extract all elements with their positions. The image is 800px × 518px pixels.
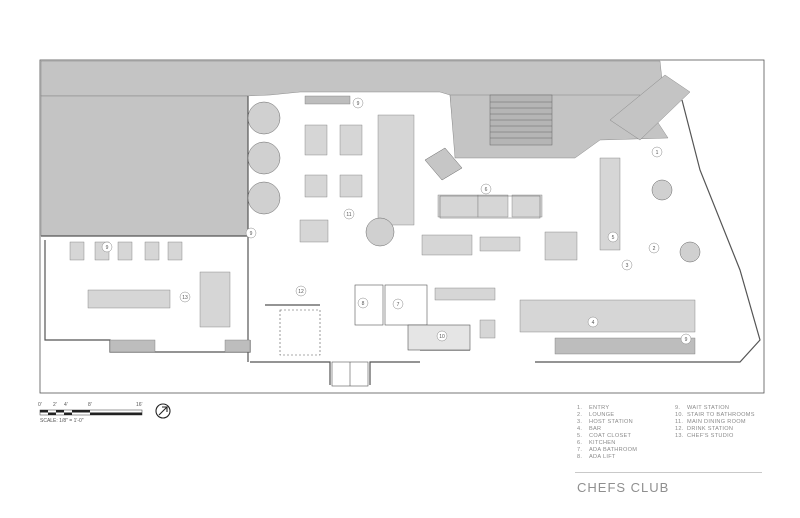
legend-item: 1.ENTRY — [577, 405, 610, 411]
room-tag: 9 — [250, 231, 253, 237]
room-tag: 12 — [298, 289, 304, 295]
chefs-studio-furniture — [69, 241, 251, 353]
legend-item: 8.ADA LIFT — [577, 454, 616, 460]
legend-item: 7.ADA BATHROOM — [577, 447, 638, 453]
north-arrow-icon — [155, 403, 171, 419]
drawing-title: CHEFS CLUB — [577, 480, 670, 495]
room-tag: 6 — [485, 187, 488, 193]
scale-tick: 2' — [53, 402, 57, 408]
legend-item: 10.STAIR TO BATHROOMS — [675, 412, 755, 418]
legend-item: 2.LOUNGE — [577, 412, 615, 418]
legend-item: 12.DRINK STATION — [675, 426, 734, 432]
legend-item: 3.HOST STATION — [577, 419, 634, 425]
legend-item: 9.WAIT STATION — [675, 405, 730, 411]
scale-tick: 8' — [88, 402, 92, 408]
room-tag: 1 — [656, 150, 659, 156]
round-booths — [247, 101, 701, 263]
legend-item: 5.COAT CLOSET — [577, 433, 632, 439]
room-tag: 2 — [653, 246, 656, 252]
room-tag: 7 — [397, 302, 400, 308]
room-tag: 8 — [362, 301, 365, 307]
room-tag: 13 — [182, 295, 188, 301]
scale-tick: 16' — [136, 402, 143, 408]
room-tag: 9 — [357, 101, 360, 107]
dining-tables — [299, 95, 696, 355]
room-tag: 4 — [592, 320, 595, 326]
title-rule — [575, 472, 762, 473]
scale-text: SCALE: 1/8" = 1'-0" — [40, 418, 84, 424]
room-tag: 3 — [626, 263, 629, 269]
room-tag-circles — [101, 97, 692, 345]
room-tag: 9 — [106, 245, 109, 251]
legend-item: 4.BAR — [577, 426, 602, 432]
room-tag: 11 — [346, 212, 351, 218]
room-tags: 1 2 3 4 5 6 7 8 9 9 9 9 10 11 12 13 — [106, 101, 688, 343]
scale-tick: 4' — [64, 402, 68, 408]
room-tag: 10 — [439, 334, 445, 340]
room-tag: 5 — [612, 235, 615, 241]
plan-frame — [39, 59, 765, 394]
entrance-doors — [331, 361, 369, 387]
scale-bar — [39, 409, 143, 416]
legend-item: 6.KITCHEN — [577, 440, 616, 446]
scale-tick: 0' — [38, 402, 42, 408]
legend-item: 11.MAIN DINING ROOM — [675, 419, 746, 425]
shaded-areas — [40, 60, 691, 237]
upper-stair — [489, 94, 553, 146]
legend-item: 13.CHEF'S STUDIO — [675, 433, 734, 439]
kitchen-island — [424, 147, 541, 219]
room-tag: 9 — [685, 337, 688, 343]
